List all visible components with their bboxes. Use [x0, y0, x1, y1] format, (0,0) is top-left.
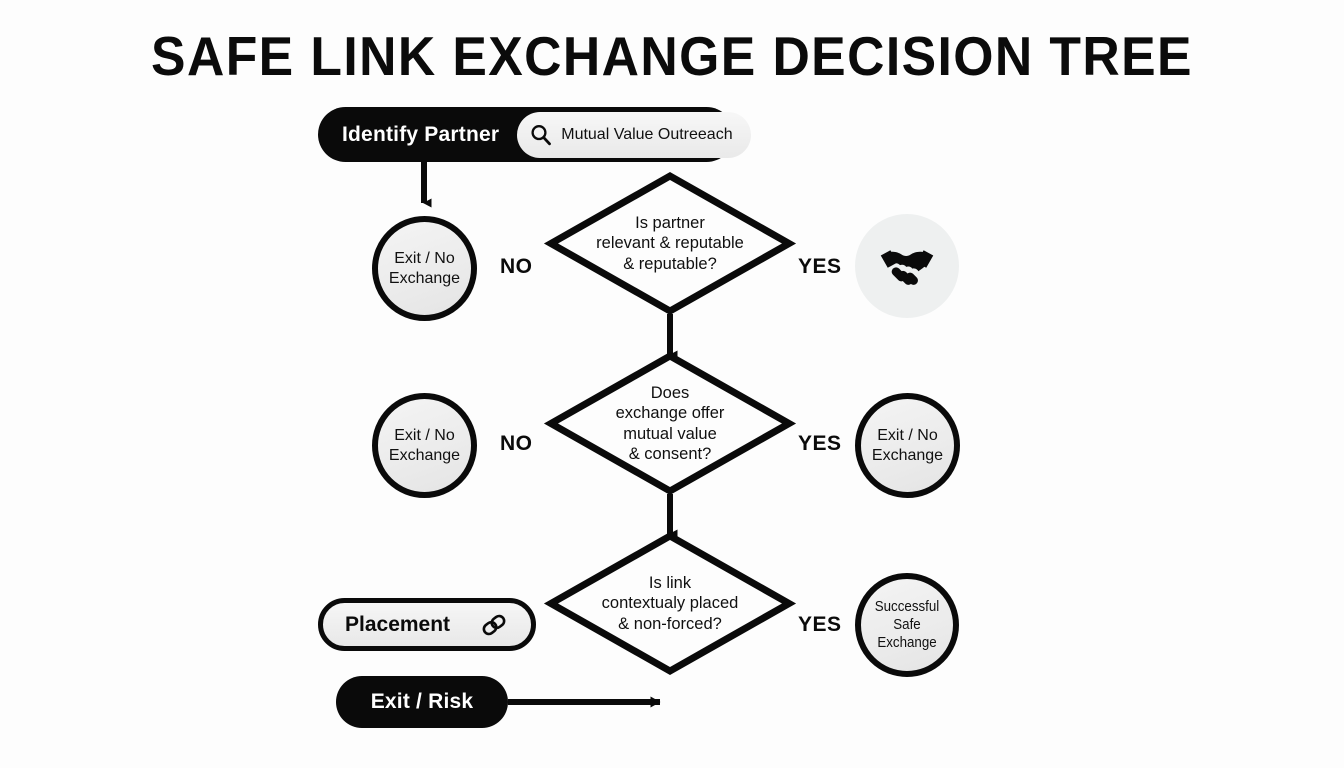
edge-label-yes-3: YES [798, 613, 842, 636]
identify-partner-pill[interactable]: Identify Partner Mutual Value Outreeach [318, 107, 751, 162]
placement-pill[interactable]: Placement [318, 598, 536, 651]
exit-no-exchange-label-3: Exit / No Exchange [871, 426, 944, 464]
edge-label-no-2: NO [500, 432, 533, 455]
exit-risk-pill[interactable]: Exit / Risk [336, 676, 508, 728]
exit-no-exchange-circle-1[interactable]: Exit / No Exchange [372, 216, 477, 321]
edge-label-yes-1: YES [798, 255, 842, 278]
identify-partner-label: Identify Partner [342, 122, 500, 146]
exit-risk-label: Exit / Risk [370, 690, 474, 713]
edge-label-no-1: NO [500, 255, 533, 278]
decision-node-1[interactable]: Is partner relevant & reputable & reputa… [543, 171, 797, 316]
edge-label-yes-2: YES [798, 432, 842, 455]
decision-node-2[interactable]: Does exchange offer mutual value & conse… [543, 351, 797, 496]
page-title: SAFE LINK EXCHANGE DECISION TREE [151, 25, 1193, 87]
exit-no-exchange-label-1: Exit / No Exchange [388, 249, 461, 287]
mutual-value-outreach-label: Mutual Value Outreeach [561, 125, 733, 143]
handshake-circle [855, 214, 959, 318]
handshake-icon [879, 243, 935, 289]
search-icon [529, 123, 553, 147]
link-chain-icon [479, 610, 509, 640]
mutual-value-outreach-chip[interactable]: Mutual Value Outreeach [517, 111, 751, 158]
exit-no-exchange-circle-2[interactable]: Exit / No Exchange [372, 393, 477, 498]
exit-no-exchange-label-2: Exit / No Exchange [388, 426, 461, 464]
placement-label: Placement [345, 612, 451, 636]
successful-safe-exchange-label: Successful Safe Exchange [874, 598, 940, 652]
successful-safe-exchange-circle[interactable]: Successful Safe Exchange [855, 573, 959, 677]
decision-node-3[interactable]: Is link contextualy placed & non-forced? [543, 531, 797, 676]
exit-no-exchange-circle-3[interactable]: Exit / No Exchange [855, 393, 960, 498]
